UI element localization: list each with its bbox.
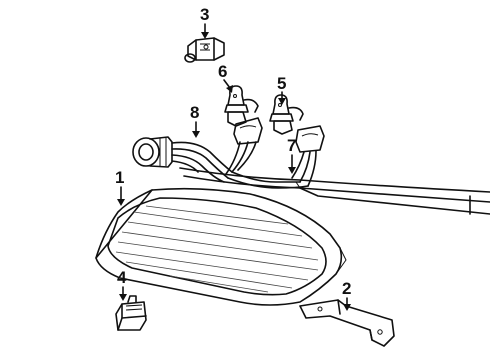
bulb-part-6 <box>224 85 259 127</box>
callout-label-4: 4 <box>117 268 127 287</box>
callout-2: 2 <box>342 279 351 311</box>
callout-label-8: 8 <box>190 103 199 122</box>
bulb-part-5 <box>269 94 304 135</box>
callout-4: 4 <box>117 268 127 301</box>
headlamp-housing-part-1 <box>95 187 347 306</box>
socket-part-3 <box>184 37 225 63</box>
callout-label-1: 1 <box>115 168 124 187</box>
callout-3: 3 <box>200 5 209 39</box>
module-part-4 <box>115 295 147 331</box>
wiring-harness-part-8 <box>132 117 263 183</box>
callout-label-7: 7 <box>287 136 296 155</box>
callout-1: 1 <box>115 168 125 206</box>
body-panel-outline <box>179 167 490 215</box>
callout-label-3: 3 <box>200 5 209 24</box>
callout-label-2: 2 <box>342 279 351 298</box>
callout-6: 6 <box>218 62 233 93</box>
callout-5: 5 <box>277 74 286 105</box>
callout-8: 8 <box>190 103 200 138</box>
callout-label-5: 5 <box>277 74 286 93</box>
callout-label-6: 6 <box>218 62 227 81</box>
callout-7: 7 <box>287 136 296 174</box>
